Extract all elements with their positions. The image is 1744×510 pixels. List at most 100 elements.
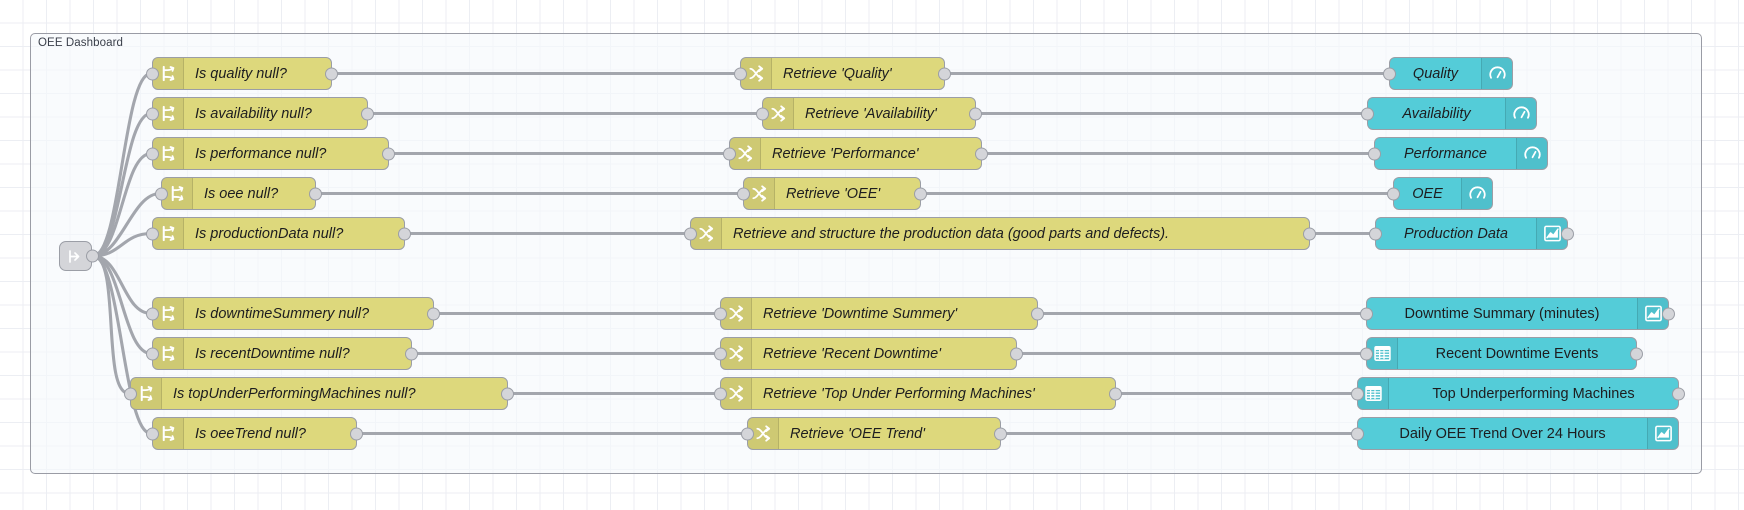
port-output[interactable] — [994, 427, 1007, 440]
ui-node-4[interactable]: OEE — [1387, 177, 1493, 210]
change-node-label: Retrieve 'Quality' — [783, 65, 892, 82]
switch-node-6[interactable]: Is downtimeSummery null? — [146, 297, 440, 330]
port-input[interactable] — [684, 227, 697, 240]
change-node-6[interactable]: Retrieve 'Downtime Summery' — [714, 297, 1044, 330]
switch-node-7[interactable]: Is recentDowntime null? — [146, 337, 418, 370]
change-icon-cell — [763, 98, 794, 129]
group-label: OEE Dashboard — [38, 37, 124, 49]
port-output[interactable] — [361, 107, 374, 120]
port-output[interactable] — [938, 67, 951, 80]
port-input[interactable] — [714, 307, 727, 320]
switch-node-5[interactable]: Is productionData null? — [146, 217, 411, 250]
ui-node-label: Recent Downtime Events — [1435, 345, 1599, 362]
port-output[interactable] — [382, 147, 395, 160]
switch-node-9[interactable]: Is oeeTrend null? — [146, 417, 363, 450]
port-input[interactable] — [1361, 107, 1374, 120]
switch-node-2[interactable]: Is availability null? — [146, 97, 374, 130]
port-output[interactable] — [1662, 307, 1675, 320]
switch-node-label: Is productionData null? — [195, 225, 344, 242]
ui-node-9[interactable]: Daily OEE Trend Over 24 Hours — [1351, 417, 1679, 450]
port-input[interactable] — [146, 427, 159, 440]
switch-node-3[interactable]: Is performance null? — [146, 137, 395, 170]
port-output[interactable] — [309, 187, 322, 200]
ui-node-1[interactable]: Quality — [1383, 57, 1513, 90]
change-icon — [751, 185, 766, 202]
port-output[interactable] — [1303, 227, 1316, 240]
port-output[interactable] — [1010, 347, 1023, 360]
change-node-2[interactable]: Retrieve 'Availability' — [756, 97, 982, 130]
port-input[interactable] — [1387, 187, 1400, 200]
port-output[interactable] — [86, 249, 99, 263]
port-output[interactable] — [501, 387, 514, 400]
port-output[interactable] — [914, 187, 927, 200]
port-output[interactable] — [975, 147, 988, 160]
ui-node-2[interactable]: Availability — [1361, 97, 1537, 130]
change-node-1[interactable]: Retrieve 'Quality' — [734, 57, 951, 90]
port-output[interactable] — [350, 427, 363, 440]
port-input[interactable] — [723, 147, 736, 160]
switch-icon — [162, 65, 174, 82]
port-input[interactable] — [714, 387, 727, 400]
change-node-7[interactable]: Retrieve 'Recent Downtime' — [714, 337, 1023, 370]
link-in-node[interactable] — [59, 241, 99, 271]
port-input[interactable] — [1360, 307, 1373, 320]
switch-node-4[interactable]: Is oee null? — [155, 177, 322, 210]
ui-node-3[interactable]: Performance — [1368, 137, 1548, 170]
port-input[interactable] — [1351, 427, 1364, 440]
port-input[interactable] — [737, 187, 750, 200]
switch-node-label: Is downtimeSummery null? — [195, 305, 370, 322]
port-output[interactable] — [405, 347, 418, 360]
port-input[interactable] — [146, 307, 159, 320]
port-input[interactable] — [155, 187, 168, 200]
ui-node-8[interactable]: Top Underperforming Machines — [1351, 377, 1685, 410]
port-input[interactable] — [756, 107, 769, 120]
port-output[interactable] — [325, 67, 338, 80]
ui-node-label: Daily OEE Trend Over 24 Hours — [1399, 425, 1606, 442]
port-input[interactable] — [124, 387, 137, 400]
port-input[interactable] — [146, 107, 159, 120]
change-icon — [698, 225, 713, 242]
port-output[interactable] — [427, 307, 440, 320]
change-node-9[interactable]: Retrieve 'OEE Trend' — [741, 417, 1007, 450]
port-input[interactable] — [1360, 347, 1373, 360]
switch-icon-cell — [153, 298, 184, 329]
port-input[interactable] — [146, 347, 159, 360]
change-node-5[interactable]: Retrieve and structure the production da… — [684, 217, 1316, 250]
port-input[interactable] — [146, 227, 159, 240]
ui-node-label: OEE — [1412, 185, 1443, 202]
switch-node-label: Is quality null? — [195, 65, 287, 82]
ui-node-7[interactable]: Recent Downtime Events — [1360, 337, 1643, 370]
switch-icon-cell — [162, 178, 193, 209]
port-input[interactable] — [734, 67, 747, 80]
switch-node-label: Is oeeTrend null? — [195, 425, 306, 442]
change-node-3[interactable]: Retrieve 'Performance' — [723, 137, 988, 170]
ui-node-label: Production Data — [1404, 225, 1508, 242]
port-input[interactable] — [1351, 387, 1364, 400]
port-output[interactable] — [1031, 307, 1044, 320]
ui-node-5[interactable]: Production Data — [1369, 217, 1574, 250]
port-input[interactable] — [1368, 147, 1381, 160]
port-output[interactable] — [1109, 387, 1122, 400]
ui-node-label: Quality — [1412, 65, 1459, 82]
port-output[interactable] — [1672, 387, 1685, 400]
switch-node-label: Is topUnderPerformingMachines null? — [173, 385, 416, 402]
port-output[interactable] — [1630, 347, 1643, 360]
ui-node-6[interactable]: Downtime Summary (minutes) — [1360, 297, 1675, 330]
port-output[interactable] — [398, 227, 411, 240]
port-input[interactable] — [714, 347, 727, 360]
port-input[interactable] — [741, 427, 754, 440]
change-node-4[interactable]: Retrieve 'OEE' — [737, 177, 927, 210]
switch-node-label: Is performance null? — [195, 145, 327, 162]
port-input[interactable] — [1369, 227, 1382, 240]
port-input[interactable] — [146, 67, 159, 80]
switch-node-8[interactable]: Is topUnderPerformingMachines null? — [124, 377, 514, 410]
gauge-icon-cell — [1461, 178, 1492, 209]
port-input[interactable] — [1383, 67, 1396, 80]
port-output[interactable] — [1561, 227, 1574, 240]
chart-icon — [1543, 225, 1561, 242]
port-output[interactable] — [969, 107, 982, 120]
port-input[interactable] — [146, 147, 159, 160]
switch-node-1[interactable]: Is quality null? — [146, 57, 338, 90]
change-node-8[interactable]: Retrieve 'Top Under Performing Machines' — [714, 377, 1122, 410]
